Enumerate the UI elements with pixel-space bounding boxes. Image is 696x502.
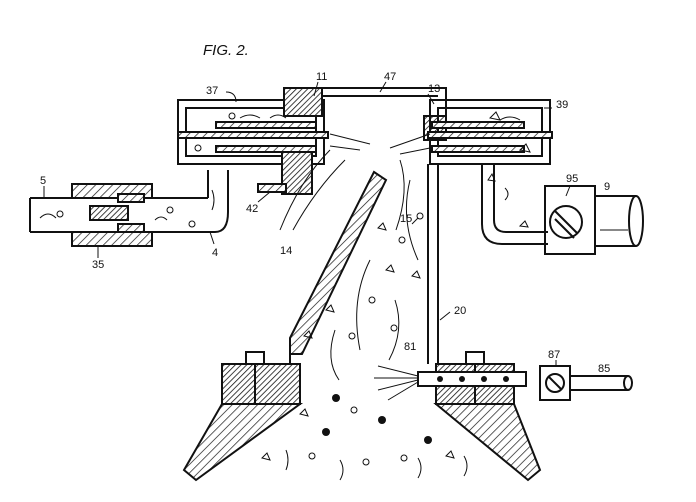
- label-13: 13: [428, 83, 440, 95]
- mixing-chamber: [279, 133, 439, 381]
- label-87: 87: [548, 349, 560, 361]
- label-15: 15: [400, 213, 412, 225]
- leader-lines: [43, 81, 571, 366]
- label-9: 9: [604, 181, 610, 193]
- label-39: 39: [556, 99, 568, 111]
- label-47: 47: [384, 71, 396, 83]
- label-81: 81: [404, 341, 416, 353]
- label-5: 5: [40, 175, 46, 187]
- label-42: 42: [246, 203, 258, 215]
- lower-valve: [539, 365, 633, 401]
- label-95: 95: [566, 173, 578, 185]
- inlet-pipe: [29, 170, 229, 247]
- label-37: 37: [206, 85, 218, 97]
- reference-labels: 5 35 4 37 42 14 11 47 13 39 95 9 15 20 8…: [40, 71, 610, 375]
- outlet-valve: [544, 185, 644, 255]
- lower-base: [182, 351, 542, 482]
- right-housing: [427, 99, 553, 245]
- label-4: 4: [212, 247, 218, 259]
- label-35: 35: [92, 259, 104, 271]
- label-85: 85: [598, 363, 610, 375]
- label-14: 14: [280, 245, 292, 257]
- label-20: 20: [454, 305, 466, 317]
- label-11: 11: [316, 71, 327, 83]
- figure-title: FIG. 2.: [203, 42, 249, 59]
